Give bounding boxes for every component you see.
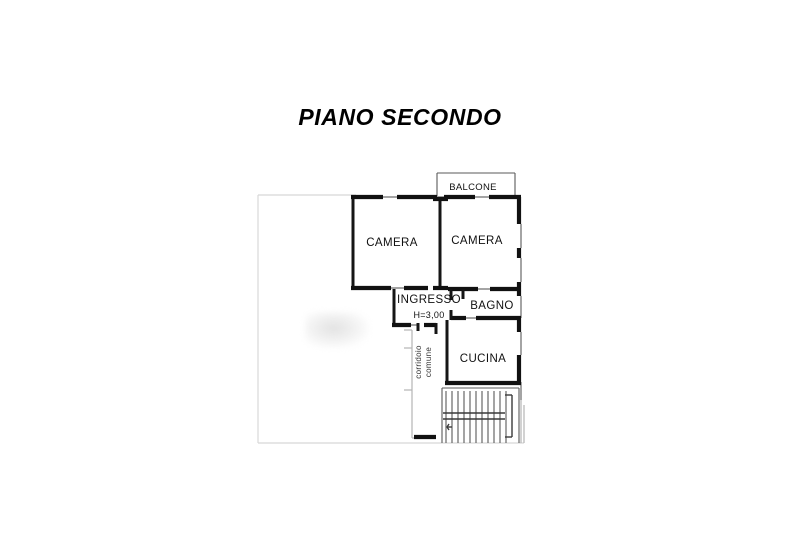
room-label-cucina: CUCINA [460, 353, 507, 365]
room-ingresso: INGRESSO H=3,00 [392, 289, 461, 334]
bedroom-partition-wall [433, 196, 448, 291]
room-label-bagno: BAGNO [470, 300, 514, 312]
corridor-label-line-2: comune [424, 347, 433, 378]
page-title: PIANO SECONDO [298, 104, 502, 130]
room-bagno: BAGNO [449, 289, 521, 321]
room-label-ingresso: INGRESSO [397, 294, 461, 306]
corridor-label-line-1: corridoio [414, 345, 423, 379]
staircase [441, 387, 520, 443]
outer-boundary [257, 194, 525, 444]
room-label-camera-2: CAMERA [451, 235, 503, 247]
room-label-balcone: BALCONE [449, 182, 497, 193]
room-balcone: BALCONE [436, 172, 516, 196]
corridor-comune: corridoio comune [404, 329, 436, 439]
room-camera-2: CAMERA [448, 235, 521, 299]
room-label-camera-1: CAMERA [366, 237, 418, 249]
ceiling-height-annotation: H=3,00 [413, 310, 444, 320]
room-cucina: CUCINA [445, 320, 521, 386]
room-camera-1: CAMERA [351, 199, 428, 291]
redacted-watermark [305, 312, 369, 348]
